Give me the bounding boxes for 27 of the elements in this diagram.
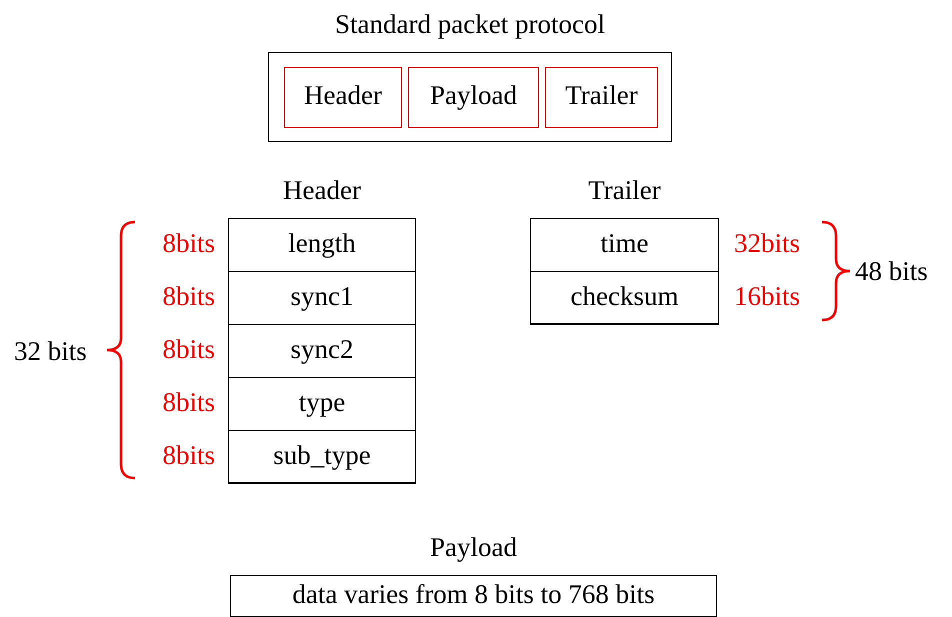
field-name: sync2 xyxy=(290,334,354,365)
packet-section xyxy=(545,67,658,128)
field-name: Trailer xyxy=(564,80,639,111)
field-name: length xyxy=(287,228,357,259)
bit-size: 8bits xyxy=(162,334,215,365)
bit-size: 32bits xyxy=(734,228,800,259)
section-title: Trailer xyxy=(587,175,662,206)
field-name: data varies from 8 bits to 768 bits xyxy=(291,579,656,610)
field-name: sync1 xyxy=(290,281,354,312)
bit-size: 8bits xyxy=(162,281,215,312)
field-name: Header xyxy=(303,80,383,111)
field-name: Payload xyxy=(429,80,518,111)
bit-size: 16bits xyxy=(734,281,800,312)
bit-size: 8bits xyxy=(162,440,215,471)
bit-size: 8bits xyxy=(162,228,215,259)
packet-section xyxy=(408,67,539,128)
field-name: type xyxy=(298,387,346,418)
section-title: Payload xyxy=(429,532,518,563)
field-name: checksum xyxy=(570,281,680,312)
field-name: time xyxy=(600,228,650,259)
section-title: Header xyxy=(282,175,362,206)
total-size: 48 bits xyxy=(855,256,928,287)
bit-size: 8bits xyxy=(162,387,215,418)
section-title: Standard packet protocol xyxy=(334,9,606,40)
packet-section xyxy=(284,67,402,128)
total-size: 32 bits xyxy=(14,336,87,367)
field-name: sub_type xyxy=(272,440,372,471)
